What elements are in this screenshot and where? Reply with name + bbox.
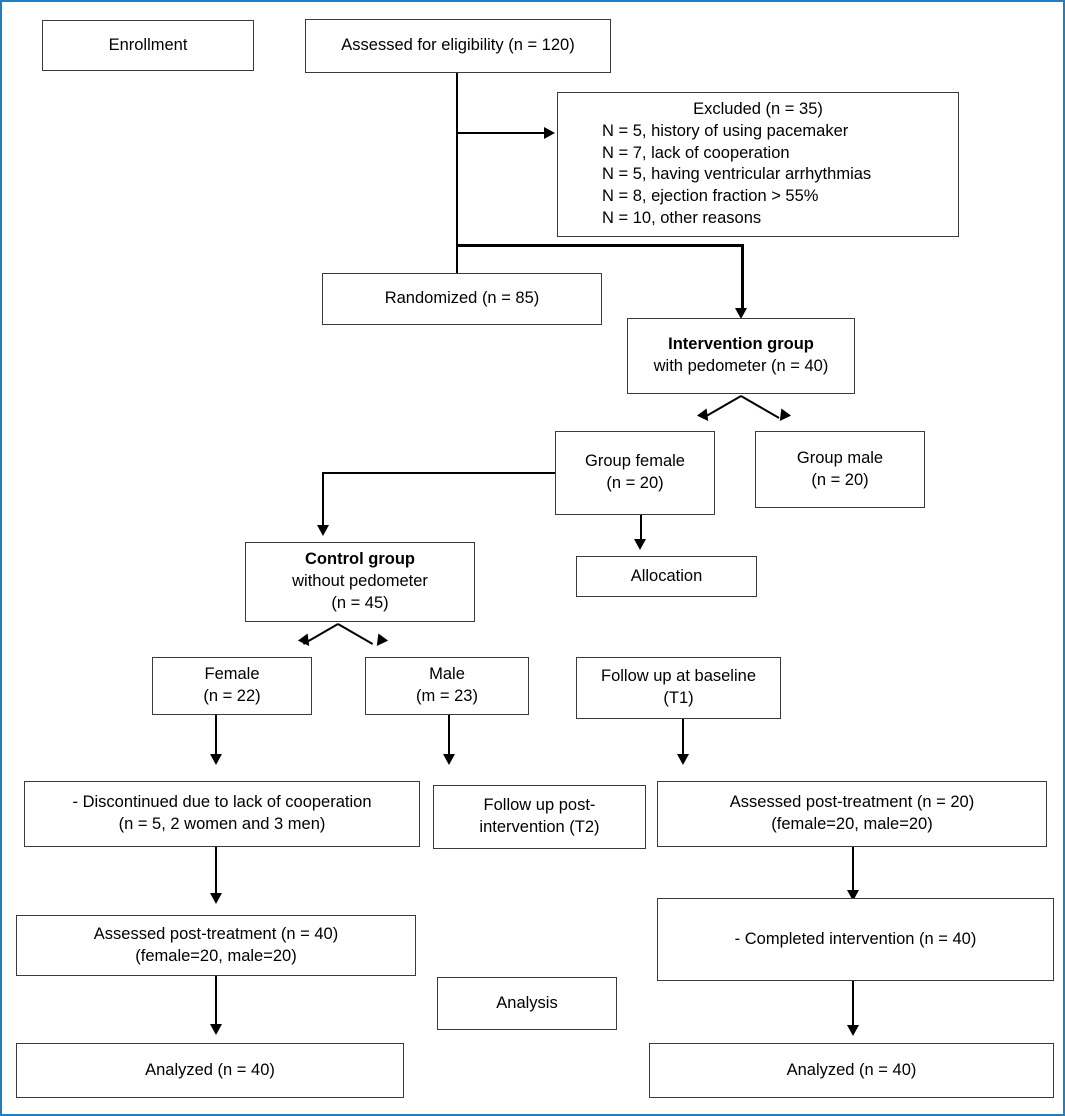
arrow-assessed-to-completed xyxy=(846,890,859,901)
node-randomized-text: Randomized (n = 85) xyxy=(384,289,540,308)
arrow-discontinued-to-assessed xyxy=(209,893,222,904)
node-randomized: Randomized (n = 85) xyxy=(322,273,602,325)
arrow-completed-to-analyzed-right xyxy=(846,1025,859,1036)
arrow-control-to-female xyxy=(297,633,315,650)
node-analysis-label: Analysis xyxy=(437,977,617,1030)
node-control-group-sub: without pedometer xyxy=(292,572,428,591)
node-intervention-group: Intervention group with pedometer (n = 4… xyxy=(627,318,855,394)
connector-female-to-control-v xyxy=(322,472,324,529)
node-follow-up-baseline-sub: (T1) xyxy=(663,689,694,707)
node-excluded-reason-1: N = 5, history of using pacemaker xyxy=(602,121,849,140)
connector-female-down xyxy=(215,715,217,758)
node-assessed-post-left-line2: (female=20, male=20) xyxy=(135,946,297,965)
node-control-male: Male (m = 23) xyxy=(365,657,529,715)
connector-completed-down xyxy=(852,981,854,1029)
connector-female-to-allocation xyxy=(640,515,642,543)
node-excluded-reason-3: N = 5, having ventricular arrhythmias xyxy=(602,165,872,184)
node-discontinued-line1: - Discontinued due to lack of cooperatio… xyxy=(72,793,372,812)
node-assessed-post-right: Assessed post-treatment (n = 20) (female… xyxy=(657,781,1047,847)
node-excluded-reason-4: N = 8, ejection fraction > 55% xyxy=(602,187,819,206)
node-group-female-count: (n = 20) xyxy=(606,474,664,492)
node-discontinued: - Discontinued due to lack of cooperatio… xyxy=(24,781,420,847)
node-allocation-label: Allocation xyxy=(576,556,757,597)
node-excluded-reason-5: N = 10, other reasons xyxy=(602,208,762,227)
node-control-group-count: (n = 45) xyxy=(331,593,389,612)
node-excluded: Excluded (n = 35) N = 5, history of usin… xyxy=(557,92,959,237)
node-control-female-title: Female xyxy=(204,665,260,684)
node-intervention-group-title: Intervention group xyxy=(668,335,814,354)
node-discontinued-line2: (n = 5, 2 women and 3 men) xyxy=(118,815,326,833)
node-control-female: Female (n = 22) xyxy=(152,657,312,715)
node-allocation-text: Allocation xyxy=(630,566,703,585)
node-enrollment-text: Enrollment xyxy=(108,35,188,54)
arrow-intervention-to-male xyxy=(774,408,792,425)
connector-male-down xyxy=(448,715,450,758)
connector-to-intervention xyxy=(741,244,744,312)
arrow-baseline-to-assessed xyxy=(676,754,689,765)
node-completed-intervention: - Completed intervention (n = 40) xyxy=(657,898,1054,981)
connector-split-horizontal xyxy=(456,244,743,247)
node-assessed-eligibility-text: Assessed for eligibility (n = 120) xyxy=(341,36,575,55)
connector-assessed-left-down xyxy=(215,976,217,1028)
arrow-to-allocation xyxy=(634,539,646,550)
node-control-male-count: (m = 23) xyxy=(416,687,478,705)
node-control-male-title: Male xyxy=(429,665,465,684)
connector-baseline-down xyxy=(682,719,684,758)
arrow-to-control-group xyxy=(316,525,329,536)
node-excluded-reason-2: N = 7, lack of cooperation xyxy=(602,143,790,162)
connector-female-to-control-h xyxy=(322,472,556,474)
node-follow-up-baseline-title: Follow up at baseline xyxy=(600,667,756,686)
node-assessed-post-left: Assessed post-treatment (n = 40) (female… xyxy=(16,915,416,976)
node-follow-up-post: Follow up post- intervention (T2) xyxy=(433,785,646,849)
arrow-control-to-male xyxy=(371,633,389,650)
arrow-to-excluded xyxy=(544,126,555,139)
node-completed-intervention-text: - Completed intervention (n = 40) xyxy=(734,929,977,948)
node-assessed-eligibility: Assessed for eligibility (n = 120) xyxy=(305,19,611,73)
node-group-female-title: Group female xyxy=(585,452,685,471)
connector-to-excluded xyxy=(456,132,544,134)
connector-control-split-right xyxy=(337,623,374,645)
node-enrollment-label: Enrollment xyxy=(42,20,254,71)
connector-assessed-right-down xyxy=(852,847,854,894)
connector-discontinued-down xyxy=(215,847,217,897)
node-analyzed-left-text: Analyzed (n = 40) xyxy=(145,1060,275,1079)
node-analyzed-right: Analyzed (n = 40) xyxy=(649,1043,1054,1098)
node-control-female-count: (n = 22) xyxy=(203,687,261,705)
arrow-to-intervention-group xyxy=(735,308,747,319)
node-assessed-post-right-line2: (female=20, male=20) xyxy=(771,815,933,833)
node-follow-up-post-line2: intervention (T2) xyxy=(479,818,600,836)
node-control-group: Control group without pedometer (n = 45) xyxy=(245,542,475,622)
node-group-male-title: Group male xyxy=(796,448,884,467)
connector-intervention-split-right xyxy=(740,395,780,419)
connector-eligibility-trunk xyxy=(456,73,458,275)
node-intervention-group-sub: with pedometer (n = 40) xyxy=(653,357,829,375)
node-excluded-title: Excluded (n = 35) xyxy=(693,100,823,118)
node-follow-up-post-line1: Follow up post- xyxy=(483,796,596,815)
node-analyzed-left: Analyzed (n = 40) xyxy=(16,1043,404,1098)
node-analyzed-right-text: Analyzed (n = 40) xyxy=(786,1060,917,1079)
arrow-female-to-discontinued xyxy=(209,754,222,765)
arrow-male-to-followup-post xyxy=(442,754,455,765)
node-assessed-post-right-line1: Assessed post-treatment (n = 20) xyxy=(729,793,975,812)
node-assessed-post-left-line1: Assessed post-treatment (n = 40) xyxy=(93,924,339,943)
node-analysis-text: Analysis xyxy=(496,993,558,1012)
node-group-female: Group female (n = 20) xyxy=(555,431,715,515)
node-group-male-count: (n = 20) xyxy=(811,470,869,489)
node-follow-up-baseline: Follow up at baseline (T1) xyxy=(576,657,781,719)
node-control-group-title: Control group xyxy=(305,550,415,569)
arrow-assessed-to-analyzed-left xyxy=(209,1024,222,1035)
node-group-male: Group male (n = 20) xyxy=(755,431,925,508)
